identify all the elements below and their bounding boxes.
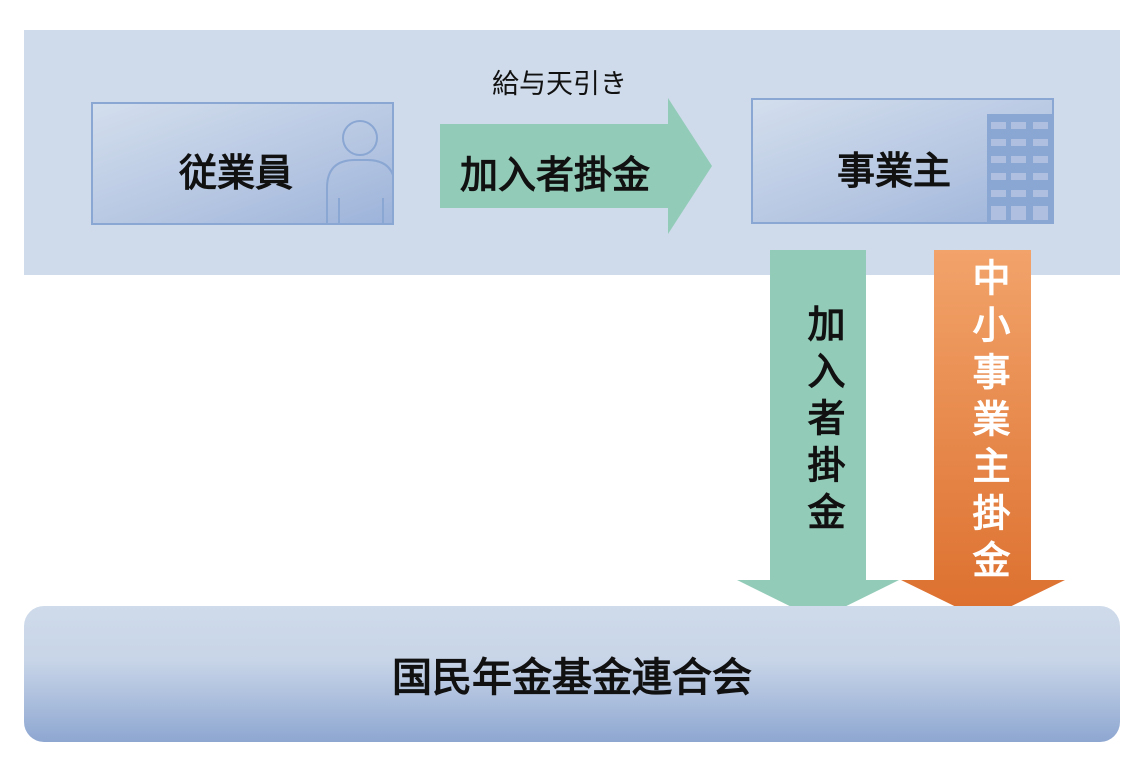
employee-label: 従業員 bbox=[179, 151, 294, 195]
member-contribution-label: 加入者掛金 bbox=[460, 153, 651, 197]
payroll-deduction-label: 給与天引き bbox=[492, 69, 627, 100]
employer-contribution-arrow-down bbox=[901, 250, 1065, 620]
employer-label: 事業主 bbox=[837, 149, 952, 193]
member-contribution-vertical-label: 加入者掛金 bbox=[801, 304, 845, 539]
employee-box: 従業員 bbox=[91, 102, 394, 225]
fund-label: 国民年金基金連合会 bbox=[392, 655, 752, 701]
person-icon bbox=[326, 120, 392, 223]
building-icon bbox=[987, 114, 1052, 222]
member-contribution-arrow-down bbox=[737, 250, 899, 620]
member-contribution-arrow-right bbox=[440, 98, 712, 234]
national-pension-fund-federation: 国民年金基金連合会 bbox=[24, 606, 1120, 742]
employer-box: 事業主 bbox=[751, 98, 1054, 224]
employer-contribution-label: 中小事業主掛金 bbox=[966, 258, 1010, 587]
